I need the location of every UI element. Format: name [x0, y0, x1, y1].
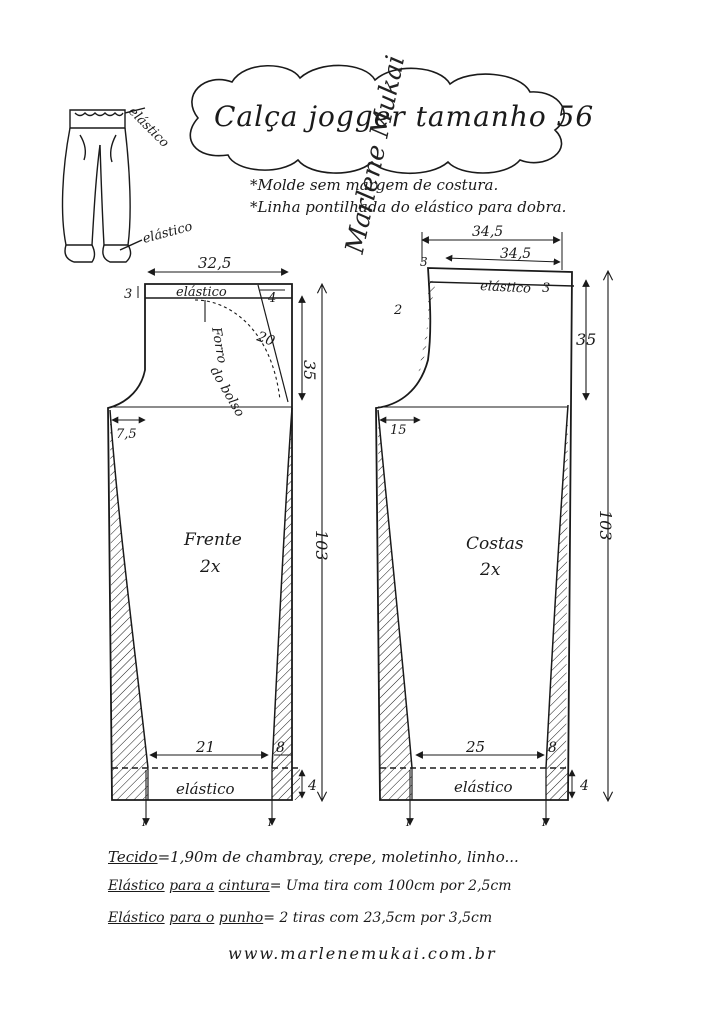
website-url: www.marlenemukai.com.br	[228, 944, 497, 963]
back-outline	[375, 267, 573, 801]
page-title: Calça jogger tamanho 56	[214, 100, 595, 133]
waist-elastic-text: = Uma tira com 100cm por 2,5cm	[269, 878, 512, 894]
footer-fabric: Tecido=1,90m de chambray, crepe, moletin…	[108, 848, 519, 866]
pants-illustration	[61, 107, 146, 263]
front-waist-width: 32,5	[198, 254, 231, 272]
front-qty: 2x	[199, 557, 221, 577]
back-grain-mark-2: I	[541, 818, 547, 829]
front-pocket-diagonal: 20	[254, 328, 277, 350]
footer-cuff-elastic: Elástico para o punho= 2 tiras com 23,5c…	[108, 910, 492, 926]
back-cuff-height: 4	[579, 778, 589, 794]
back-pattern	[375, 232, 608, 826]
front-cuff-height: 4	[307, 778, 317, 794]
back-top-mark: 3	[420, 255, 428, 269]
front-rise: 35	[300, 360, 319, 380]
back-waist-width-inner: 34,5	[500, 246, 531, 262]
back-center-drop: 2	[393, 303, 402, 318]
illus-cuff-label: elástico	[141, 219, 194, 247]
front-waistband-height: 3	[124, 287, 132, 302]
back-rise: 35	[576, 330, 596, 349]
front-name: Frente	[183, 530, 242, 550]
front-pocket-label-1: Forro	[208, 325, 229, 365]
back-waistband-label: elástico	[480, 279, 532, 297]
illus-waist-label: elástico	[125, 104, 172, 151]
front-hem-side: 8	[276, 740, 285, 756]
front-pocket-label-2: do bolso	[207, 365, 248, 420]
back-hem-side: 8	[548, 740, 557, 756]
back-qty: 2x	[479, 560, 501, 580]
note-seam-allowance: *Molde sem margem de costura.	[250, 176, 499, 194]
cuff-elastic-text: = 2 tiras com 23,5cm por 3,5cm	[263, 910, 493, 926]
front-crotch-ext: 7,5	[116, 427, 137, 442]
back-waistband-height: 3	[542, 281, 550, 296]
front-pattern	[107, 268, 322, 826]
cuff-elastic-label: Elástico	[108, 910, 165, 926]
fabric-label: Tecido	[108, 848, 158, 866]
note-elastic-fold: *Linha pontilhada do elástico para dobra…	[250, 198, 567, 216]
back-waist-width-outer: 34,5	[472, 224, 503, 240]
waist-elastic-target: cintura	[218, 878, 270, 894]
waist-elastic-label: Elástico	[108, 878, 165, 894]
footer-waist-elastic: Elástico para a cintura= Uma tira com 10…	[108, 878, 512, 894]
back-crotch-ext: 15	[390, 423, 407, 438]
cuff-elastic-target: punho	[218, 910, 264, 926]
front-grain-mark-2: I	[267, 818, 273, 829]
front-waistband-label: elástico	[176, 285, 227, 300]
title-cloud	[189, 64, 565, 175]
front-pocket-offset: 4	[267, 291, 276, 306]
cuff-elastic-mid: para o	[169, 910, 215, 926]
waist-elastic-mid: para a	[169, 878, 215, 894]
back-name: Costas	[466, 534, 524, 554]
front-length: 103	[312, 530, 331, 561]
fabric-text: =1,90m de chambray, crepe, moletinho, li…	[157, 848, 519, 866]
front-hem-width: 21	[195, 738, 215, 756]
back-hem-width: 25	[465, 738, 485, 756]
back-cuff-label: elástico	[454, 778, 513, 796]
front-cuff-label: elástico	[176, 780, 235, 798]
back-length: 103	[596, 510, 615, 541]
front-outline	[107, 283, 293, 801]
front-grain-mark-1: I	[141, 818, 147, 829]
back-grain-mark-1: I	[405, 818, 411, 829]
